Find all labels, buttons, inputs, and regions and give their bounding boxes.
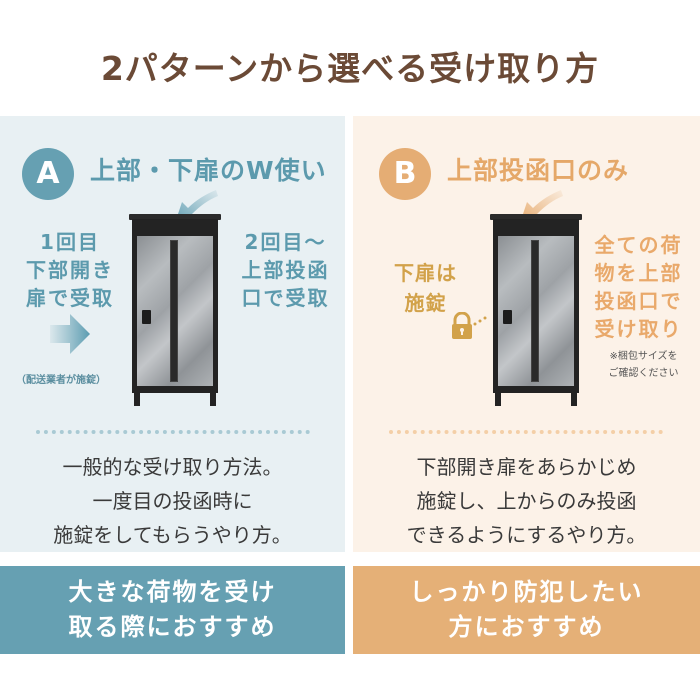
pattern-a-recommendation: 大きな荷物を受け 取る際におすすめ [0,566,345,654]
recommendation-line: 取る際におすすめ [68,613,277,641]
package-size-note-line: ※梱包サイズを [609,351,678,362]
second-time-note-line: 上部投函 [241,258,330,282]
right-arrow-icon [50,314,90,354]
description-line: できるようにするやり方。 [406,523,647,547]
all-parcels-note-line: 受け取り [594,317,683,341]
first-time-note: 1回目 下部開き 扉で受取 [10,228,130,312]
delivery-box-image [129,214,221,406]
first-time-note-line: 扉で受取 [26,286,114,310]
pattern-b-badge: B [379,148,431,200]
pattern-a-panel: A 上部・下扉のW使い 1回目 下部開き 扉で受取 （配送業者が施錠） 2回目〜… [0,116,345,552]
door-lock-icon [142,310,151,324]
all-parcels-note-line: 全ての荷 [594,233,683,257]
delivery-box-image [490,214,582,406]
all-parcels-note-line: 投函口で [594,289,683,313]
all-parcels-note-line: 物を上部 [594,261,683,285]
recommendation-line: 方におすすめ [448,613,605,641]
pattern-a-heading: 上部・下扉のW使い [90,156,327,185]
second-time-note-line: 口で受取 [241,286,330,310]
padlock-icon [452,312,487,339]
second-time-note: 2回目〜 上部投函 口で受取 [228,228,343,312]
pattern-b-description: 下部開き扉をあらかじめ 施錠し、上からのみ投函 できるようにするやり方。 [353,450,700,552]
second-time-note-line: 2回目〜 [244,230,327,254]
lower-door-locked-label: 下扉は 施錠 [383,258,468,318]
pattern-a-badge: A [22,148,74,200]
door-lock-icon [503,310,512,324]
recommendation-line: 大きな荷物を受け [68,578,277,606]
carrier-lock-note: （配送業者が施錠） [16,375,106,386]
dotted-divider [389,430,663,434]
recommendation-line: しっかり防犯したい [409,578,644,606]
package-size-note: ※梱包サイズを ご確認ください [586,348,700,382]
first-time-note-line: 下部開き [26,258,114,282]
page-title: 2パターンから選べる受け取り方 [100,49,600,88]
dotted-divider [36,430,310,434]
lock-label-line: 施錠 [404,291,447,315]
pattern-b-panel: B 上部投函口のみ 下扉は 施錠 全ての荷 物を上部 投函口で 受け取り ※梱包… [353,116,700,552]
description-line: 下部開き扉をあらかじめ [416,455,637,479]
pattern-b-recommendation: しっかり防犯したい 方におすすめ [353,566,700,654]
first-time-note-line: 1回目 [40,230,100,254]
pattern-b-heading: 上部投函口のみ [447,156,630,185]
all-parcels-note: 全ての荷 物を上部 投函口で 受け取り [581,231,696,343]
lock-label-line: 下扉は [394,261,457,285]
description-line: 施錠をしてもらうやり方。 [53,523,292,547]
description-line: 一度目の投函時に [92,489,253,513]
description-line: 一般的な受け取り方法。 [62,455,283,479]
package-size-note-line: ご確認ください [608,368,679,379]
description-line: 施錠し、上からのみ投函 [416,489,637,513]
pattern-a-description: 一般的な受け取り方法。 一度目の投函時に 施錠をしてもらうやり方。 [0,450,345,552]
